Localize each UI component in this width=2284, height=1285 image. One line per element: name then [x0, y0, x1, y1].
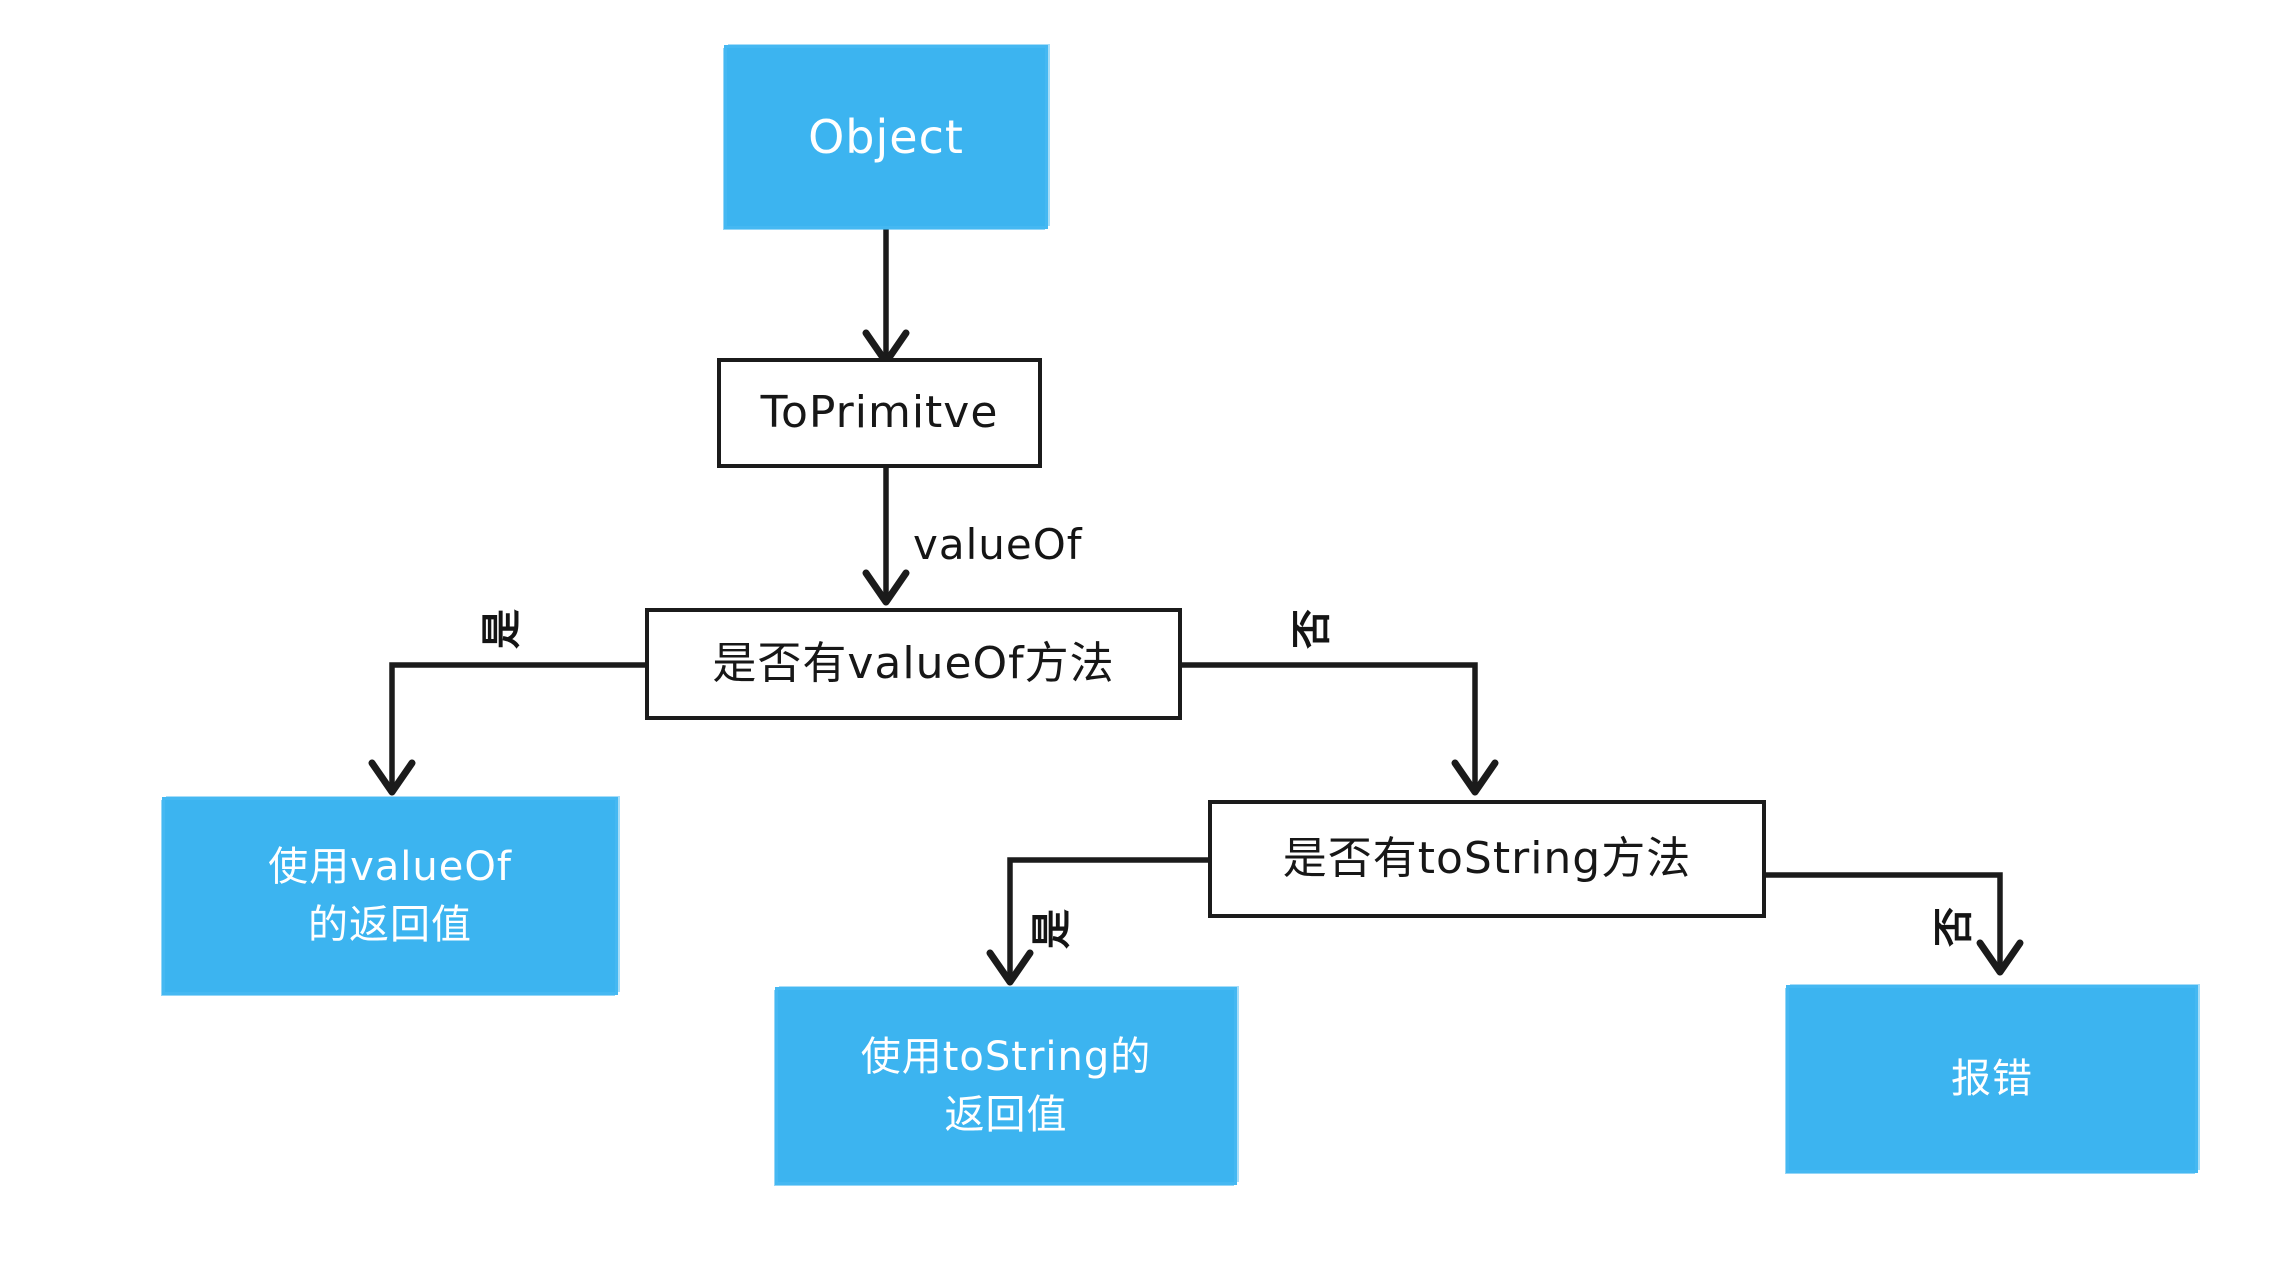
node-toprimitve-label: ToPrimitve [760, 387, 999, 439]
edge-has-tostring-yes [986, 857, 1211, 986]
node-has-tostring[interactable]: 是否有toString方法 [1208, 800, 1766, 918]
edge-has-tostring-no [1763, 872, 2024, 976]
node-use-tostring-line1: 使用toString的 [860, 1034, 1152, 1080]
edge-label-valueof-yes: 是 [479, 609, 525, 649]
node-object-label: Object [808, 109, 964, 164]
node-has-tostring-label: 是否有toString方法 [1282, 833, 1692, 885]
node-has-valueof[interactable]: 是否有valueOf方法 [645, 608, 1182, 720]
edge-has-valueof-no [1179, 662, 1499, 796]
node-use-tostring-line2: 返回值 [944, 1092, 1068, 1138]
node-toprimitve[interactable]: ToPrimitve [717, 358, 1042, 468]
edge-object-to-toprimitve [862, 222, 910, 366]
edge-has-valueof-yes [368, 662, 648, 796]
node-use-valueof-line1: 使用valueOf [268, 844, 512, 890]
node-use-valueof[interactable]: 使用valueOf 的返回值 [165, 800, 615, 992]
node-object[interactable]: Object [727, 48, 1045, 226]
edge-label-valueof-no: 否 [1289, 609, 1335, 649]
edge-label-tostring-no: 否 [1931, 907, 1977, 947]
node-throw-error[interactable]: 报错 [1789, 988, 2195, 1170]
node-use-tostring[interactable]: 使用toString的 返回值 [778, 990, 1234, 1182]
node-has-valueof-label: 是否有valueOf方法 [712, 638, 1115, 690]
node-use-valueof-line2: 的返回值 [308, 902, 472, 948]
edge-label-valueof-call: valueOf [913, 520, 1083, 569]
edge-toprimitve-to-has-valueof [862, 467, 910, 606]
node-throw-error-label: 报错 [1951, 1056, 2033, 1102]
edge-label-tostring-yes: 是 [1029, 909, 1075, 949]
